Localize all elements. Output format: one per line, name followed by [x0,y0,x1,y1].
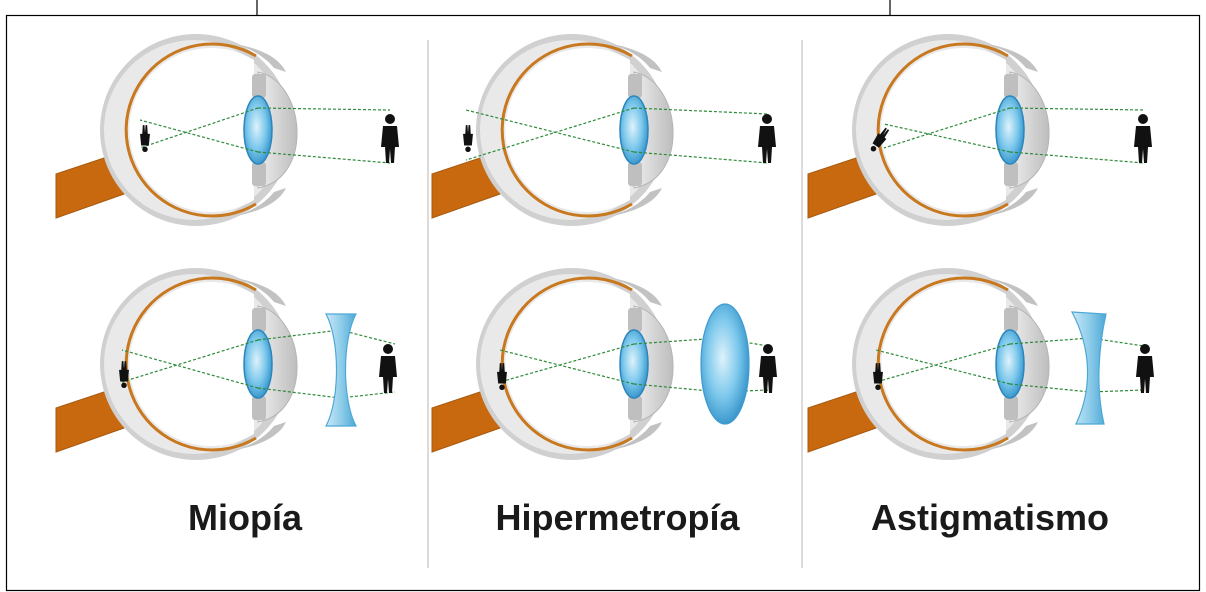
label-astigmatism: Astigmatismo [805,493,1175,543]
label-hyperopia: Hipermetropía [440,493,795,543]
convex-lens [701,304,749,424]
label-myopia: Miopía [80,493,410,543]
